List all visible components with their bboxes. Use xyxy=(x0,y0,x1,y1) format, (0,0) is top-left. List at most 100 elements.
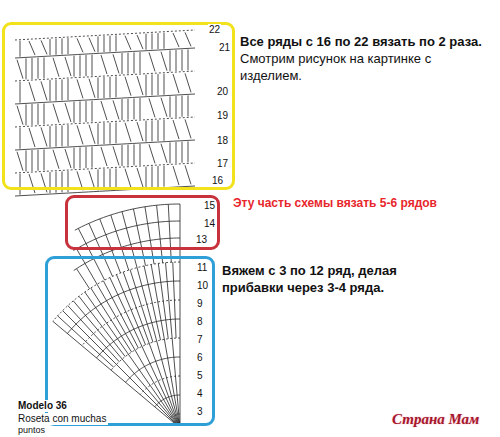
row-group-frame: 22212019181716 xyxy=(2,22,235,190)
stitch-tick xyxy=(68,38,69,54)
stitch-tick xyxy=(98,36,99,52)
stitch-tick xyxy=(168,204,170,221)
stitch-tick xyxy=(110,36,111,52)
stitch-tick xyxy=(92,55,93,76)
stitch-tick xyxy=(122,212,126,228)
stitch-tick xyxy=(116,231,121,247)
stitch-ray xyxy=(97,284,178,423)
stitch-tick xyxy=(100,219,106,235)
stitch-tick xyxy=(65,103,71,122)
stitch-tick xyxy=(173,120,179,139)
stitch-tick xyxy=(125,169,131,188)
stitch-tick xyxy=(68,125,69,146)
stitch-tick xyxy=(137,35,143,49)
stitch-tick xyxy=(173,74,179,93)
increase-ray xyxy=(158,263,168,338)
stitch-ray xyxy=(180,262,181,423)
stitch-tick xyxy=(38,104,39,125)
stitch-tick xyxy=(77,125,83,144)
stitch-tick xyxy=(85,263,97,284)
stitch-tick xyxy=(158,120,159,141)
stitch-tick xyxy=(125,77,131,96)
stitch-tick xyxy=(180,221,181,238)
model-subtitle: puntos xyxy=(16,425,47,436)
stitch-tick xyxy=(74,102,75,123)
model-subtitle: Roseta con muchas xyxy=(16,413,108,425)
stitch-tick xyxy=(26,104,27,125)
stitch-tick xyxy=(134,144,135,165)
stitch-tick xyxy=(50,126,51,147)
stitch-tick xyxy=(137,168,143,187)
row-number: 9 xyxy=(196,298,204,309)
stitch-tick xyxy=(62,38,63,54)
stitch-tick xyxy=(161,144,167,163)
note: Вяжем с 3 по 12 ряд, делая прибавки чере… xyxy=(222,262,457,296)
stitch-tick xyxy=(101,101,107,120)
stitch-tick xyxy=(65,149,71,168)
stitch-tick xyxy=(185,119,191,138)
stitch-tick xyxy=(122,53,123,74)
stitch-tick xyxy=(20,82,21,103)
stitch-tick xyxy=(176,142,177,163)
stitch-tick xyxy=(38,150,39,171)
stitch-tick xyxy=(140,52,141,73)
increase-ray xyxy=(79,296,125,356)
stitch-tick xyxy=(77,38,83,52)
row-line xyxy=(15,117,195,127)
stitch-tick xyxy=(86,101,87,122)
stitch-tick xyxy=(74,56,75,77)
stitch-tick xyxy=(137,226,141,243)
stitch-tick xyxy=(116,35,117,51)
stitch-tick xyxy=(152,166,153,187)
stitch-tick xyxy=(94,259,105,280)
stitch-tick xyxy=(173,33,179,47)
stitch-tick xyxy=(164,120,165,141)
stitch-tick xyxy=(137,76,143,95)
stitch-tick xyxy=(170,50,171,71)
stitch-tick xyxy=(164,166,165,187)
note: Все ряды с 16 по 22 вязать по 2 раза. xyxy=(240,33,495,50)
note: Эту часть схемы вязать 5-6 рядов xyxy=(233,196,437,211)
stitch-tick xyxy=(62,125,63,146)
stitch-tick xyxy=(164,74,165,95)
row-number: 22 xyxy=(208,24,221,35)
stitch-tick xyxy=(158,222,160,239)
stitch-tick xyxy=(53,58,59,77)
stitch-tick xyxy=(182,50,183,71)
increase-ray xyxy=(130,270,153,342)
stitch-tick xyxy=(17,60,23,79)
stitch-tick xyxy=(145,207,148,224)
stitch-tick xyxy=(176,96,177,117)
stitch-tick xyxy=(149,98,155,117)
stitch-tick xyxy=(110,169,111,190)
stitch-ray xyxy=(63,311,177,425)
stitch-tick xyxy=(164,33,165,49)
stitch-tick xyxy=(140,242,145,265)
stitch-ray xyxy=(85,292,177,424)
stitch-tick xyxy=(86,55,87,76)
row-line xyxy=(15,94,195,104)
row-ring xyxy=(74,238,180,270)
row-line xyxy=(15,30,195,40)
stitch-tick xyxy=(146,75,147,96)
stitch-tick xyxy=(29,82,35,101)
increase-ray xyxy=(144,266,160,340)
stitch-tick xyxy=(29,128,35,147)
stitch-tick xyxy=(185,32,191,46)
stitch-tick xyxy=(53,104,59,123)
stitch-tick xyxy=(148,224,151,241)
stitch-tick xyxy=(50,39,51,55)
row-number: 10 xyxy=(196,280,209,291)
stitch-tick xyxy=(104,123,105,144)
stitch-tick xyxy=(89,223,96,239)
increase-ray xyxy=(58,316,114,367)
watermark: Страна Мам xyxy=(392,410,479,428)
stitch-tick xyxy=(128,53,129,74)
stitch-tick xyxy=(110,77,111,98)
stitch-tick xyxy=(38,58,39,79)
stitch-tick xyxy=(134,98,135,119)
stitch-tick xyxy=(116,168,117,189)
stitch-tick xyxy=(146,34,147,50)
stitch-tick xyxy=(104,169,105,190)
